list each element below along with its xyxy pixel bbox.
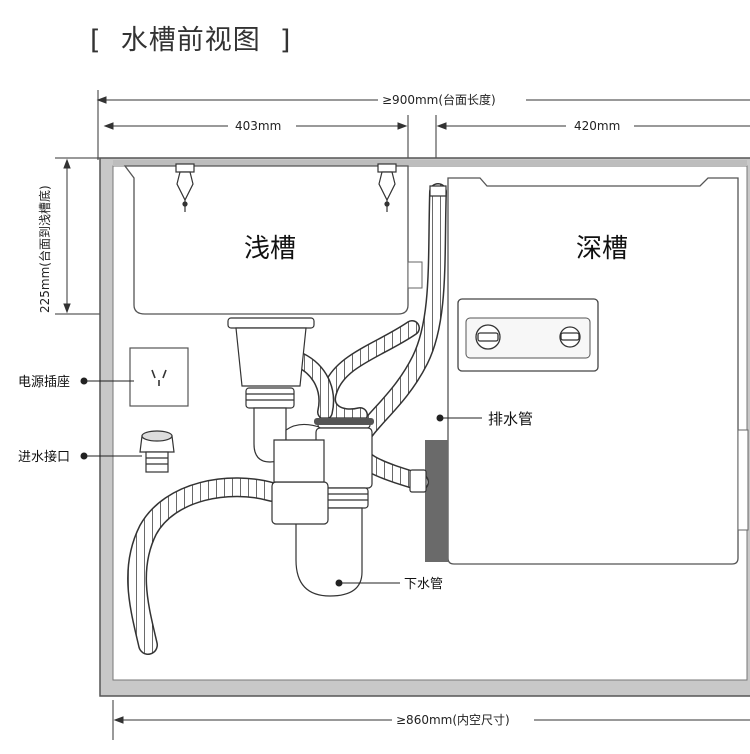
mounting-clip-right	[377, 163, 397, 212]
drain-pipe-label: 排水管	[488, 410, 533, 428]
drain-hose-to-wall	[127, 477, 282, 655]
dimension-deep-width	[435, 115, 750, 160]
main-trap	[271, 417, 427, 597]
drain-hose-loop	[292, 320, 420, 425]
water-inlet-icon	[139, 430, 175, 473]
diagram-title: [ 水槽前视图 ]	[90, 25, 292, 56]
shallow-basin	[123, 163, 423, 315]
dimension-overall-length	[96, 90, 750, 160]
water-inlet-leader	[80, 452, 142, 460]
down-pipe-label: 下水管	[404, 577, 443, 592]
shallow-basin-label: 浅槽	[244, 234, 296, 264]
shallow-width-label: 403mm	[235, 119, 281, 133]
drain-pipe-leader	[436, 414, 482, 422]
deep-basin-label: 深槽	[576, 234, 628, 264]
mounting-clip-left	[175, 163, 195, 212]
dimension-inner-width	[112, 700, 750, 740]
power-socket-label: 电源插座	[18, 375, 70, 390]
overall-length-label: ≥900mm(台面长度)	[382, 92, 496, 107]
hose-clamp	[314, 418, 374, 425]
deep-basin	[425, 177, 749, 565]
control-knob-left-icon	[475, 324, 501, 350]
inner-width-label: ≥860mm(内空尺寸)	[396, 713, 510, 727]
down-pipe-leader	[335, 579, 400, 587]
control-knob-right-icon	[559, 326, 581, 348]
power-socket-leader	[80, 377, 134, 385]
water-inlet-label: 进水接口	[18, 449, 70, 465]
dimension-shallow-width	[103, 115, 409, 160]
power-socket-icon	[129, 347, 189, 407]
shallow-basin-drain-fitting	[227, 317, 323, 463]
dimension-shallow-depth	[55, 157, 134, 315]
shallow-depth-label: 225mm(台面到浅槽底)	[37, 185, 52, 313]
deep-width-label: 420mm	[574, 119, 620, 133]
